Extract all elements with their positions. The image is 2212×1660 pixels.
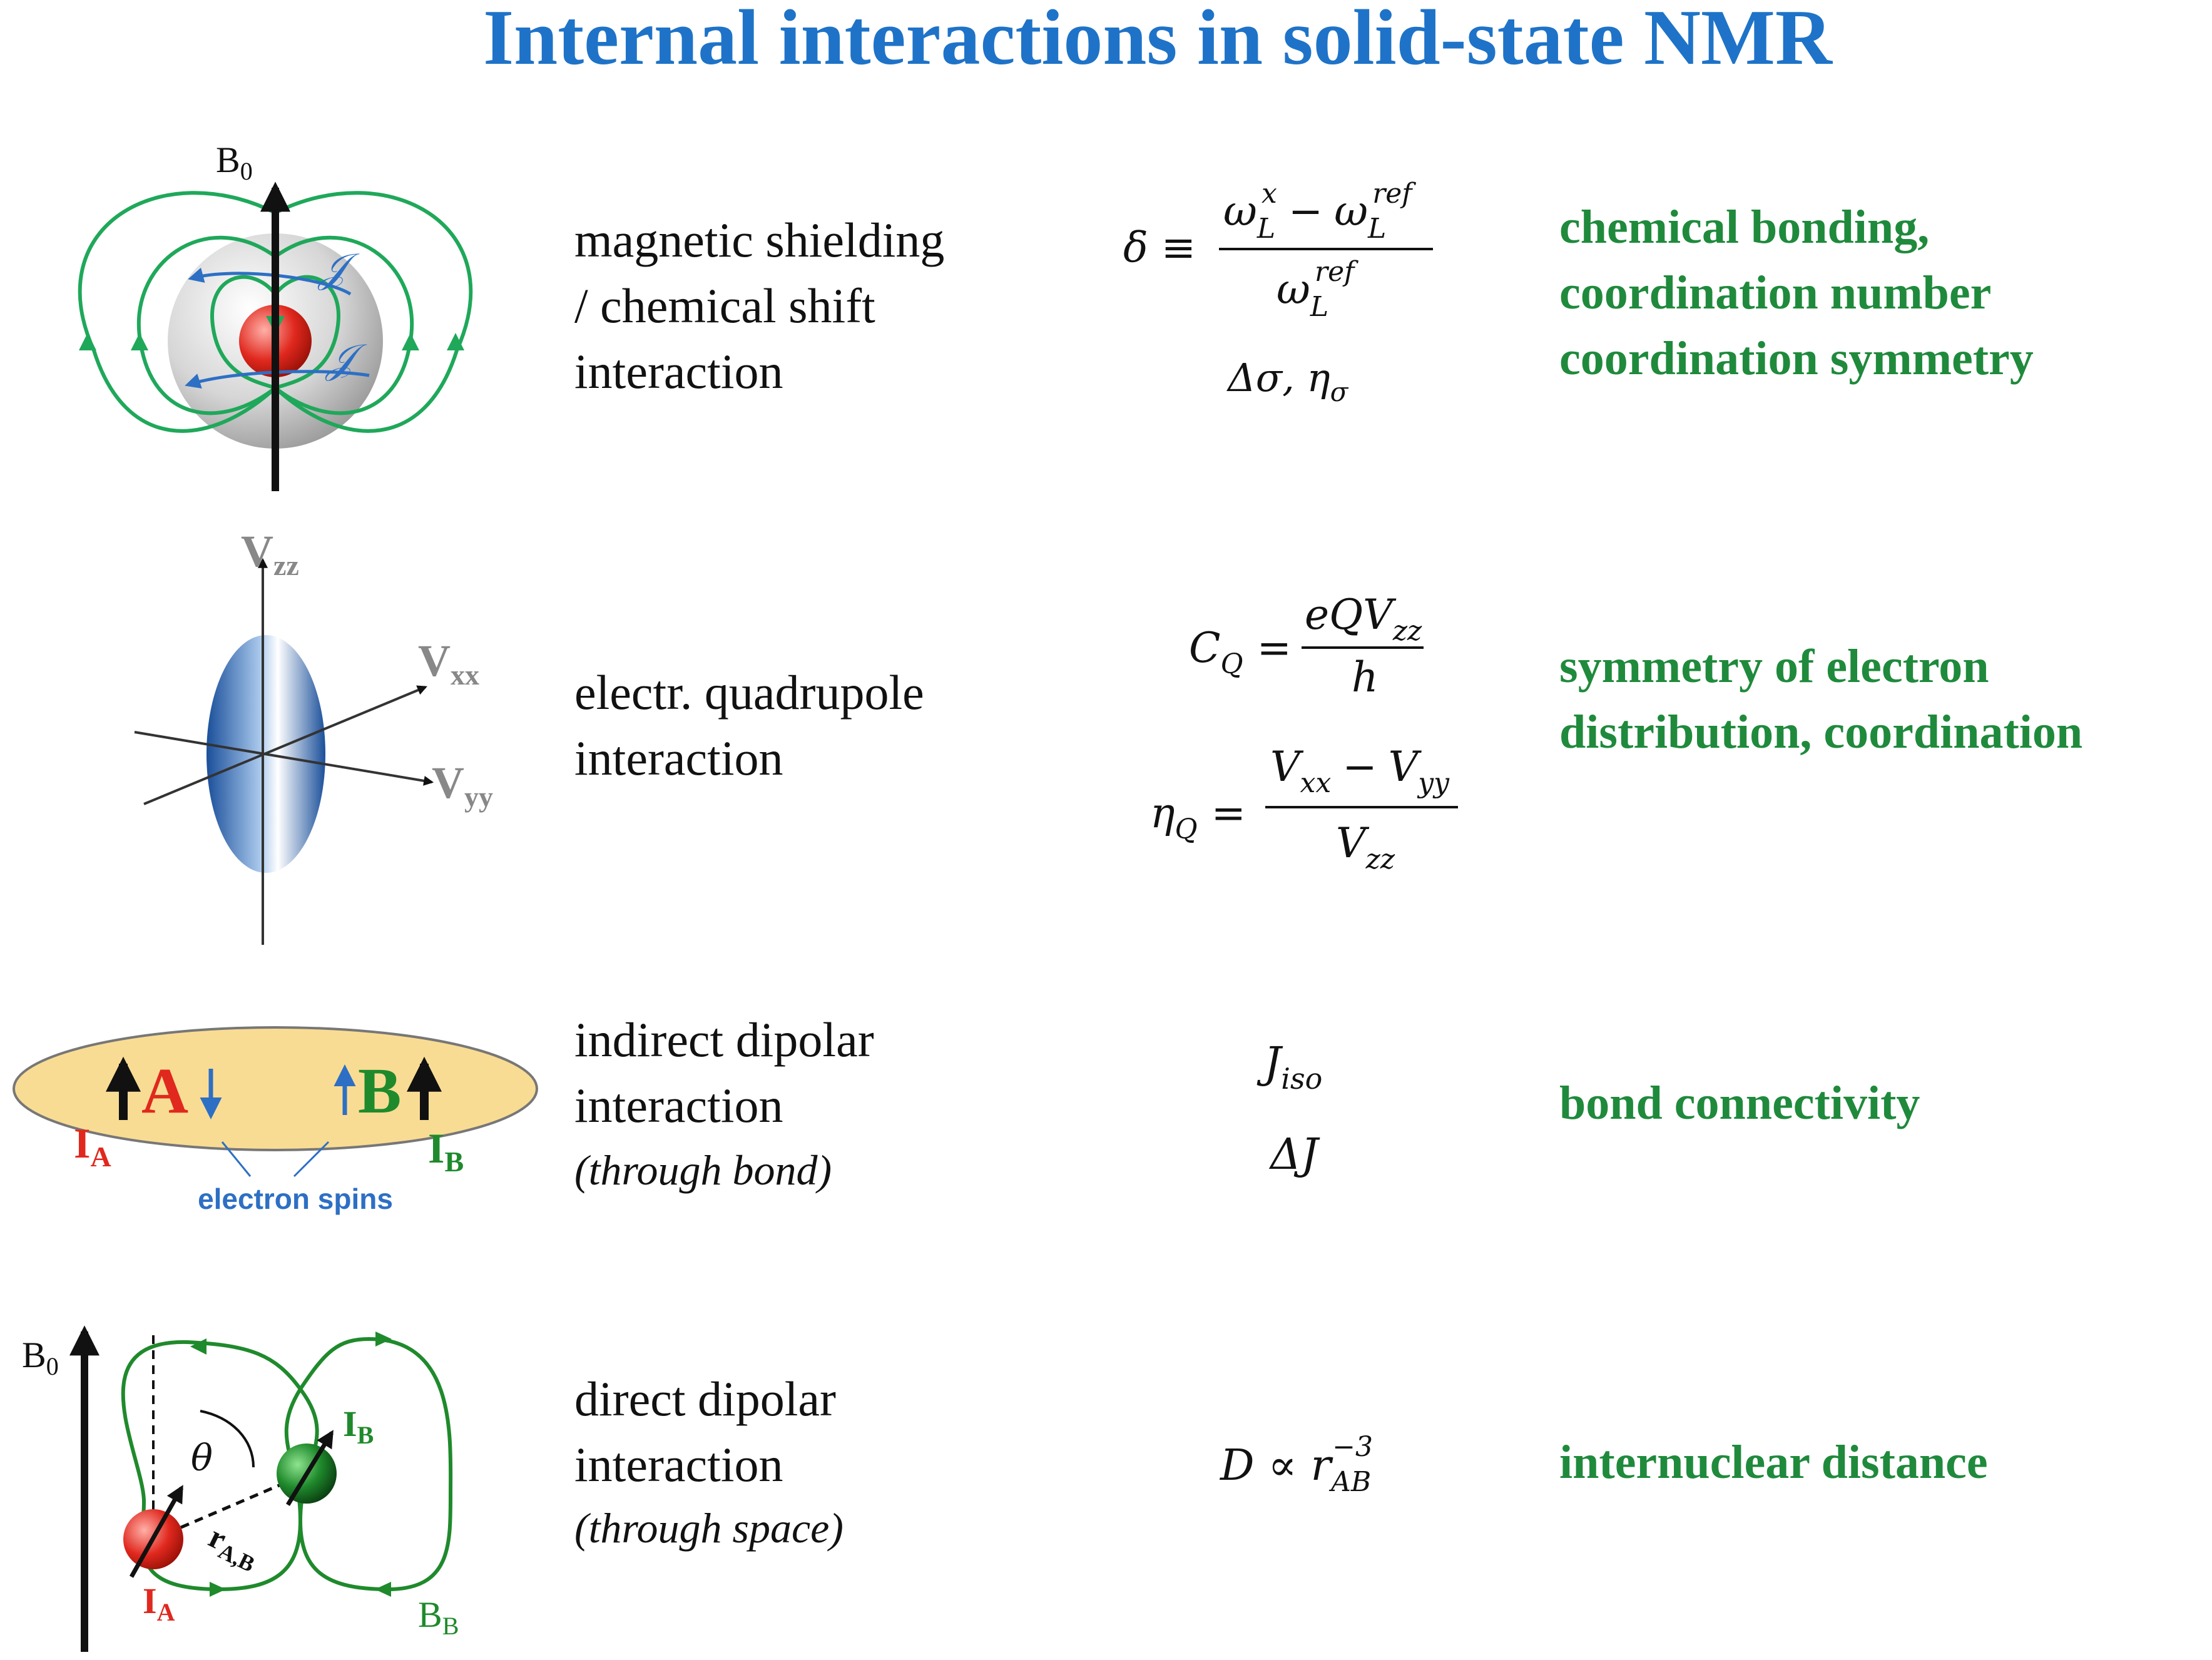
bond-ellipse [13, 1026, 538, 1151]
j-coupling-figure: A B electron spins IA IB [13, 1026, 538, 1215]
dipolar-figure: B0 θ IA IB rA,B BB [22, 1325, 459, 1652]
description-line: interaction [574, 1078, 783, 1133]
field-arrow [447, 333, 464, 350]
significance-line: coordination number [1559, 267, 1991, 319]
description-line: electr. quadrupole [574, 665, 924, 720]
distance-label: rA,B [201, 1519, 265, 1577]
field-arrow [375, 1582, 391, 1597]
vyy-axis [134, 731, 434, 786]
description-line: interaction [574, 731, 783, 785]
descriptions: magnetic shielding / chemical shift inte… [574, 213, 944, 1552]
significance-line: bond connectivity [1559, 1077, 1920, 1129]
field-line [273, 191, 473, 433]
field-arrow [210, 1582, 226, 1597]
field-arrow [131, 333, 148, 350]
description-line: / chemical shift [574, 278, 875, 333]
description-italic: (through space) [574, 1504, 844, 1552]
description-italic: (through bond) [574, 1146, 832, 1194]
quadrupole-figure: Vzz Vxx Vyy [134, 526, 493, 945]
shielding-figure: 𝒥 𝒥 B0 [78, 140, 473, 491]
pointer-line [293, 1141, 330, 1178]
formula-lhs: δ ≡ [1123, 223, 1196, 272]
vyy-label: Vyy [432, 758, 493, 813]
significance-line: symmetry of electron [1559, 640, 1989, 693]
significance-line: internuclear distance [1559, 1436, 1988, 1489]
formula-denominator: ωLref [1277, 256, 1358, 323]
description-line: indirect dipolar [574, 1012, 874, 1067]
cq-numerator: eQVzz [1305, 591, 1422, 647]
dipolar-formula: D∝rAB−3 [1219, 1431, 1373, 1498]
eta-denominator: Vzz [1336, 819, 1395, 875]
dipolar-field-loop [284, 1337, 453, 1592]
spin-b-arrow [286, 1430, 334, 1506]
field-arrow [402, 333, 419, 350]
spin-a-label: IA [143, 1581, 175, 1626]
bfield-label: BB [418, 1594, 459, 1640]
electron-spins-label: electron spins [198, 1183, 393, 1215]
eta-numerator: Vxx−Vyy [1270, 743, 1450, 799]
significance-line: distribution, coordination [1559, 706, 2082, 758]
description-line: direct dipolar [574, 1372, 836, 1426]
page-title: Internal interactions in solid-state NMR [483, 0, 1833, 81]
theta-label: θ [191, 1437, 213, 1479]
spin-a-label: IA [74, 1119, 111, 1173]
delta-j: ΔJ [1268, 1130, 1320, 1179]
description-line: interaction [574, 1437, 783, 1492]
j-iso: Jiso [1256, 1039, 1322, 1096]
cq-denominator: h [1352, 653, 1379, 701]
atom-a: A [141, 1055, 188, 1127]
description-line: interaction [574, 344, 783, 399]
description-line: magnetic shielding [574, 213, 944, 267]
vxx-axis [143, 685, 427, 805]
current-arrow [185, 370, 370, 389]
spin-a-arrow [129, 1485, 184, 1578]
vxx-label: Vxx [418, 636, 479, 691]
formula-params: Δσ, ησ [1226, 355, 1349, 407]
field-line [210, 275, 277, 390]
pointer-line [221, 1141, 252, 1177]
spin-b-label: IB [428, 1124, 464, 1178]
significance-line: coordination symmetry [1559, 332, 2034, 385]
spin-b-label: IB [343, 1403, 374, 1449]
vzz-label: Vzz [241, 526, 299, 581]
significance-line: chemical bonding, [1559, 201, 1929, 253]
atom-b: B [358, 1055, 401, 1127]
field-arrow [375, 1332, 392, 1347]
significance: chemical bonding, coordination number co… [1559, 201, 2082, 1489]
field-arrow [79, 333, 96, 350]
formula-numerator: ωLx−ωLref [1223, 178, 1416, 245]
b0-label: B0 [22, 1335, 59, 1380]
theta-arc [200, 1410, 255, 1468]
eta-lhs: ηQ= [1150, 789, 1246, 845]
b0-label: B0 [216, 140, 253, 185]
field-arrow [190, 1338, 206, 1355]
cq-lhs: CQ= [1189, 624, 1292, 680]
formulas: δ ≡ ωLx−ωLref ωLref Δσ, ησ CQ= eQVzz h η… [1123, 178, 1458, 1498]
